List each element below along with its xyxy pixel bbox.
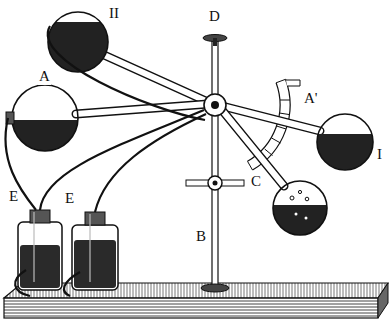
rod-foot [201,284,229,292]
bottle-stopper [85,212,105,225]
flask-liquid [315,134,375,174]
wash-bottles [18,210,118,290]
neck [76,104,208,114]
bottle [72,225,118,290]
part-letter: A [38,68,51,85]
flask [48,12,108,72]
rubber-tube [95,114,206,212]
bottle-liquid [74,240,116,288]
flask [12,85,78,151]
flask-necks [76,55,320,186]
neck-outline [104,55,208,102]
bottle [18,222,62,290]
rubber-tube [40,110,204,210]
rubber-tubes [5,26,206,296]
screw-stem [213,38,217,46]
part-letter: A' [303,90,319,107]
flask-I [315,114,375,174]
board-front [4,298,378,318]
part-letter: E [64,190,75,207]
glass-tube [89,214,90,282]
bubble [305,197,309,201]
bubble [295,213,298,216]
pivot-disc [204,94,226,116]
flask [273,181,327,235]
clamp-screw [208,176,222,190]
rubber-tube [15,270,30,296]
rubber-tube [48,26,205,120]
clamp-center [213,181,218,186]
part-letter: B [195,228,207,245]
bottle-liquid [20,245,60,288]
part-letter: D [208,8,221,25]
rubber-tube [64,272,80,296]
board-side [378,283,388,318]
glass-tube [33,212,34,282]
part-letter: E [8,188,19,205]
stand [186,35,244,293]
part-letter: C [250,173,262,190]
neck [104,55,208,102]
flask-A [6,85,82,154]
neck-outline [76,104,208,114]
flask-lower [270,181,330,239]
bubble [298,190,301,193]
arc-stop [286,80,300,86]
bottle-stopper [30,210,50,223]
pivot-axle [211,101,219,109]
bubble [305,217,308,220]
flask-liquid [270,205,330,239]
flask-II [44,12,114,74]
flask [317,114,373,170]
bubble [290,196,294,200]
rubber-tube [5,118,36,210]
clamp-bar [186,180,244,186]
stand-rod [212,40,218,290]
part-letter: I [376,146,383,163]
part-letter: II [108,5,120,22]
